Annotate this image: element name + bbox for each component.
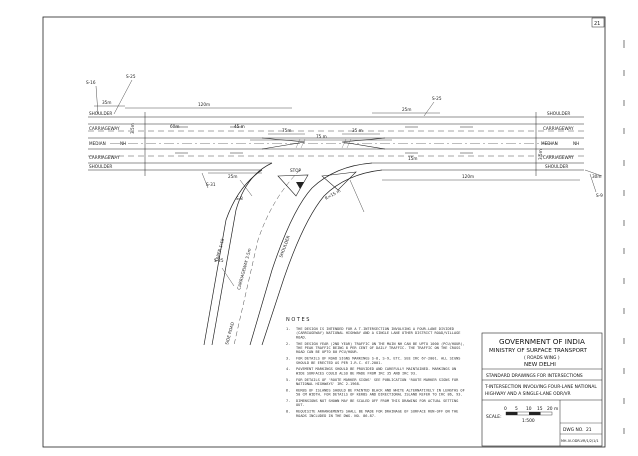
dim-75m-mid: 75 m	[316, 134, 327, 139]
note-number: 3.	[286, 357, 290, 361]
dim-30m: 30m	[592, 174, 601, 179]
note-number: 1.	[286, 327, 290, 331]
note-number: 5.	[286, 378, 290, 382]
tb-org1: GOVERNMENT OF INDIA	[499, 337, 585, 346]
note-number: 2.	[286, 342, 290, 346]
dim-15m: 15m	[408, 156, 417, 161]
tb-subtitle2: HIGHWAY AND A SINGLE-LANE ODR/VR	[485, 391, 571, 397]
dim-75m: 75m	[282, 128, 291, 133]
note-line: FOR DETAILS OF 'ROUTE MARKER SIGNS' SEE …	[296, 378, 459, 382]
sign-leaders	[95, 79, 597, 287]
sign-s25-right: S-25	[432, 96, 442, 101]
sheet-number: 21	[594, 21, 600, 27]
note-line: (CARRIAGEWAY) NATIONAL HIGHWAY AND A SIN…	[296, 331, 460, 335]
scale-bar: 0 5 10 15 20 m	[504, 406, 558, 416]
scale-tick: 20 m	[547, 406, 558, 412]
notes-list: 1. THE DESIGN IS INTENDED FOR A T-INTERSE…	[286, 327, 465, 418]
scale-tick: 10	[526, 406, 532, 412]
note-line: THE DESIGN IS INTENDED FOR A T-INTERSECT…	[296, 327, 454, 331]
scale-tick: 0	[504, 406, 507, 412]
label-nh-right: NH	[573, 141, 579, 146]
sheet-number-box	[591, 17, 605, 28]
note-line: WIDE SURFACES COULD ALSO BE MADE FROM IR…	[296, 371, 417, 375]
dim-35m: 35m	[102, 100, 111, 105]
note-line: 50 CM WIDTH. FOR DETAILS OF KERBS AND DI…	[296, 393, 463, 397]
scale-tick: 15	[537, 406, 543, 412]
tb-org3: ( ROADS WING )	[524, 355, 560, 361]
tb-dwg-no: 21	[586, 427, 592, 433]
note-line: THE DESIGN YEAR (2ND YEAR) TRAFFIC ON TH…	[296, 342, 465, 346]
tb-scale-ratio: 1:500	[522, 418, 535, 424]
label-carriageway-bottom-left: CARRIAGEWAY	[89, 155, 120, 160]
note-line: OUT.	[296, 403, 305, 407]
tb-scale-label: SCALE:	[486, 414, 502, 420]
label-shoulder-top-right: SHOULDER	[547, 111, 570, 116]
note-line: ROADS INCLUDED IN THE DWG. NO. 86-87.	[296, 414, 376, 418]
note-number: 8.	[286, 410, 290, 414]
label-median-right: MEDIAN	[541, 141, 558, 146]
label-carriageway-bottom-right: CARRIAGEWAY	[543, 155, 574, 160]
tb-ref: MH-IV-ODR-VR/1/2/1/1	[561, 439, 599, 443]
dim-25m-lower: 25m	[228, 174, 237, 179]
note-line: ROAD.	[296, 335, 307, 339]
sign-s9: S-9	[596, 193, 603, 198]
note-line: KERBS OF ISLANDS SHOULD BE PAINTED BLACK…	[296, 388, 465, 392]
sign-s31: S-31	[206, 182, 216, 187]
note-number: 6.	[286, 388, 290, 392]
note-line: NATIONAL HIGHWAYS' IRC 2-1968.	[296, 382, 361, 386]
dim-45m: 45 m	[234, 124, 245, 129]
note-line: THE PEAK TRAFFIC BEING 8 PER CENT OF DAI…	[296, 346, 460, 350]
sign-s8: S-8	[236, 196, 243, 201]
note-line: FOR DETAILS OF ROAD SIGNS MARKINGS S-8, …	[296, 357, 460, 361]
highway	[88, 112, 584, 176]
tb-dwg-no-label: DWG NO.	[563, 427, 583, 433]
note-line: REQUISITE ARRANGEMENTS SHALL BE MADE FOR…	[296, 410, 458, 414]
sign-s25-left: S-25	[126, 74, 136, 79]
tb-org2: MINISTRY OF SURFACE TRANSPORT	[489, 348, 587, 354]
side-road	[203, 162, 383, 346]
label-shoulder-bottom-right: SHOULDER	[545, 164, 568, 169]
scale-tick: 5	[515, 406, 518, 412]
tb-subtitle1: T-INTERSECTION INVOLVING FOUR-LANE NATIO…	[484, 384, 597, 390]
label-median-left: MEDIAN	[89, 141, 106, 146]
note-line: SHOULD BE ERECTED AS PER I.R.C. 67-2001.	[296, 361, 383, 365]
lane-width-right: 3.5m	[538, 149, 543, 160]
sign-stop: STOP	[290, 168, 302, 173]
lane-width-left: 3.5m	[130, 123, 135, 134]
tb-org4: NEW DELHI	[524, 362, 556, 368]
sheet-border	[42, 16, 606, 448]
label-shoulder-top-left: SHOULDER	[89, 111, 112, 116]
stop-triangle	[296, 182, 304, 189]
tb-drawing-title: STANDARD DRAWINGS FOR INTERSECTIONS	[486, 373, 583, 379]
note-number: 4.	[286, 367, 290, 371]
dim-60m: 60m	[170, 124, 179, 129]
note-line: DIMENSIONS NOT SHOWN MAY BE SCALED OFF F…	[296, 399, 458, 403]
label-taper: TAPER 1:15	[214, 238, 225, 264]
note-line: PAVEMENT MARKINGS SHOULD BE PROVIDED AND…	[296, 367, 456, 371]
dim-120m: 120m	[198, 102, 210, 107]
label-carriageway-top-left: CARRIAGEWAY	[89, 126, 120, 131]
note-number: 7.	[286, 399, 290, 403]
dim-35m-mid: 35 m	[352, 128, 363, 133]
dim-25m-top: 25m	[402, 107, 411, 112]
label-radius: R=15 m	[324, 188, 341, 201]
sign-s16: S-16	[86, 80, 96, 85]
label-side-road-lane: CARRIAGEWAY 3.5m	[236, 248, 252, 290]
label-carriageway-top-right: CARRIAGEWAY	[543, 126, 574, 131]
notes-heading: N O T E S	[286, 317, 309, 323]
label-nh-left: NH	[120, 141, 126, 146]
dim-120m-lower: 120m	[462, 174, 474, 179]
dimension-lines	[94, 105, 603, 181]
note-line: ROAD CAN BE UPTO 80 PCU/HOUR.	[296, 350, 359, 354]
title-block	[481, 332, 603, 447]
sign-s25-lower: S-25	[214, 258, 224, 263]
label-shoulder-bottom-left: SHOULDER	[89, 164, 112, 169]
label-side-road: SIDE ROAD	[224, 321, 235, 345]
